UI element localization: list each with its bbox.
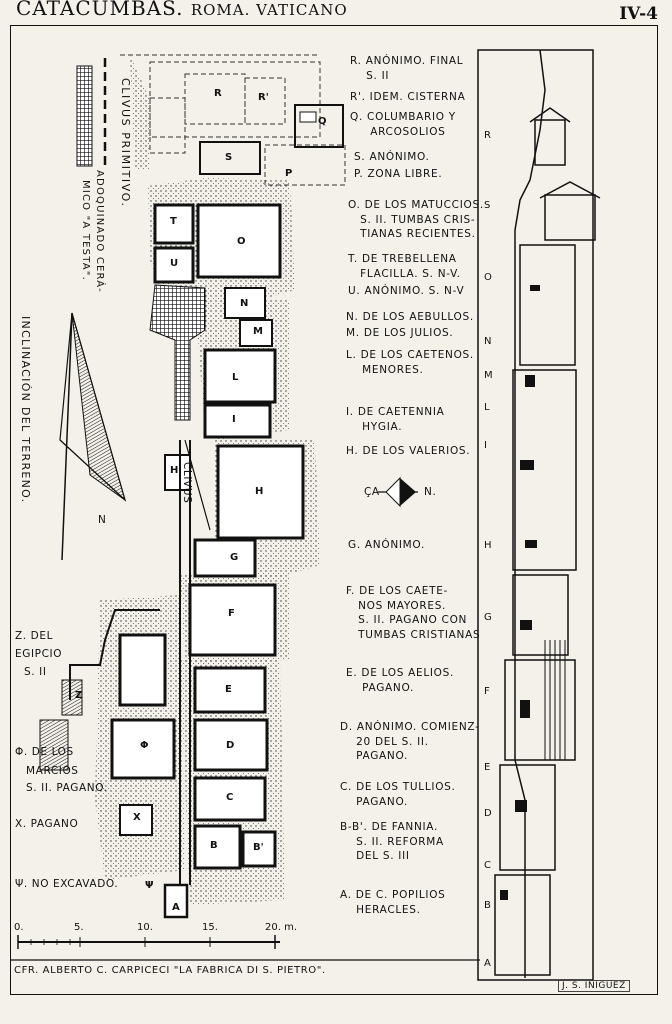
clivus-label: CLIVUS (181, 462, 193, 504)
legend-i: I. DE CAETENNIA HYGIA. (346, 406, 445, 433)
room-letter-p: P (285, 168, 293, 179)
title-text: CATACUMBAS. (16, 0, 184, 20)
elev-letter-c: C (484, 860, 491, 871)
room-letter-h-prime: H' (170, 465, 182, 476)
room-letter-c: C (226, 792, 234, 803)
legend-c: C. DE LOS TULLIOS. PAGANO. (340, 781, 456, 808)
legend-u: U. ANÓNIMO. S. N-V (348, 285, 465, 297)
room-letter-m: M (253, 326, 263, 337)
scale-tick-5: 5. (74, 922, 84, 933)
legend-h: H. DE LOS VALERIOS. (346, 445, 471, 457)
terrain-inclination-label: INCLINACIÓN DEL TERRENO. (19, 316, 32, 504)
room-letter-psi: Ψ (145, 880, 154, 891)
legend-q: Q. COLUMBARIO Y ARCOSOLIOS (350, 111, 456, 138)
north-arrow (378, 476, 418, 508)
elev-letter-r: R (484, 130, 491, 141)
legend-e: E. DE LOS AELIOS. PAGANO. (346, 667, 455, 694)
author-signature: J. S. IÑIGUEZ (558, 980, 630, 992)
compass-label-right: N. (424, 486, 437, 498)
legend-b: B-B'. DE FANNIA. S. II. REFORMA DEL S. I… (340, 821, 444, 862)
drawing-title: CATACUMBAS. ROMA. VATICANO (16, 0, 348, 20)
room-letter-a: A (172, 902, 180, 913)
legend-r: R. ANÓNIMO. FINAL S. II (350, 55, 464, 82)
psi-no-excavado-label: Ψ. NO EXCAVADO. (15, 878, 119, 890)
adoquinado-label-2: MICO "A TESTA". (80, 180, 91, 281)
subtitle-text: ROMA. VATICANO (190, 1, 348, 19)
terrain-inclination-diagram (59, 312, 127, 561)
terrain-north-label: N (98, 514, 107, 526)
credit-line: CFR. ALBERTO C. CARPICECI "LA FABRICA DI… (14, 965, 326, 976)
legend-d: D. ANÓNIMO. COMIENZ- 20 DEL S. II. PAGAN… (340, 721, 480, 762)
elev-letter-i: I (484, 440, 487, 451)
room-letter-d: D (226, 740, 235, 751)
page-code: IV-4 (619, 4, 658, 24)
compass-label-left: ÇA (364, 486, 380, 498)
drawing-frame (10, 25, 658, 995)
room-letter-phi: Φ (140, 740, 149, 751)
scale-tick-15: 15. (202, 922, 218, 933)
room-letter-g: G (230, 552, 239, 563)
legend-p: P. ZONA LIBRE. (354, 168, 443, 180)
phi-marcios-line-2: MARCIOS (26, 765, 79, 777)
room-letter-q: Q (318, 116, 327, 127)
room-letter-z: Z (75, 690, 83, 701)
z-egipcio-line-1: Z. DEL (15, 630, 54, 642)
elev-letter-m: M (484, 370, 493, 381)
scale-bar (10, 935, 480, 961)
legend-l: L. DE LOS CAETENOS. MENORES. (346, 349, 474, 376)
room-letter-n: N (240, 298, 249, 309)
room-letter-u: U (170, 258, 179, 269)
room-letter-e: E (225, 684, 232, 695)
catacomb-plan (39, 54, 346, 919)
clivus-primitivo-label: CLIVUS PRIMITIVO. (119, 78, 132, 208)
legend-f: F. DE LOS CAETE- NOS MAYORES. S. II. PAG… (346, 585, 481, 641)
room-letter-r-prime: R' (258, 92, 269, 103)
room-letter-x: X (133, 812, 141, 823)
elev-letter-s: S (484, 200, 491, 211)
room-letter-i: I (232, 414, 236, 425)
elev-letter-a: A (484, 958, 491, 969)
legend-t: T. DE TREBELLENA FLACILLA. S. N-V. (348, 253, 461, 280)
legend-r-prime: R'. IDEM. CISTERNA (350, 91, 466, 103)
elev-letter-e: E (484, 762, 491, 773)
x-pagano-label: X. PAGANO (15, 818, 79, 830)
room-letter-s: S (225, 152, 233, 163)
legend-keys (76, 58, 107, 167)
room-letter-t: T (170, 216, 177, 227)
elev-letter-g: G (484, 612, 492, 623)
legend-g: G. ANÓNIMO. (348, 539, 426, 551)
legend-o: O. DE LOS MATUCCIOS. S. II. TUMBAS CRIS-… (348, 199, 484, 240)
legend-m: M. DE LOS JULIOS. (346, 327, 454, 339)
room-letter-r: R (214, 88, 222, 99)
scale-tick-20: 20. m. (265, 922, 298, 933)
adoquinado-label-1: ADOQUINADO CERÁ- (94, 170, 105, 293)
room-letter-b: B (210, 840, 218, 851)
phi-marcios-line-3: S. II. PAGANO. (26, 782, 108, 794)
z-egipcio-line-3: S. II (24, 666, 47, 678)
elev-letter-n: N (484, 336, 492, 347)
phi-marcios-line-1: Φ. DE LOS (15, 746, 74, 758)
room-letter-l: L (232, 372, 239, 383)
elev-letter-o: O (484, 272, 492, 283)
room-letter-h: H (255, 486, 264, 497)
elev-letter-f: F (484, 686, 490, 697)
elev-letter-h: H (484, 540, 492, 551)
elev-letter-l: L (484, 402, 490, 413)
elevation-section (477, 49, 601, 981)
room-letter-o: O (237, 236, 246, 247)
z-egipcio-line-2: EGIPCIO (15, 648, 63, 660)
room-letter-f: F (228, 608, 235, 619)
legend-s: S. ANÓNIMO. (354, 151, 430, 163)
scale-tick-10: 10. (137, 922, 153, 933)
scale-tick-0: 0. (14, 922, 24, 933)
legend-n: N. DE LOS AEBULLOS. (346, 311, 474, 323)
room-letter-b-prime: B' (253, 842, 264, 853)
elev-letter-d: D (484, 808, 492, 819)
elev-letter-b: B (484, 900, 491, 911)
legend-a: A. DE C. POPILIOS HERACLES. (340, 889, 446, 916)
